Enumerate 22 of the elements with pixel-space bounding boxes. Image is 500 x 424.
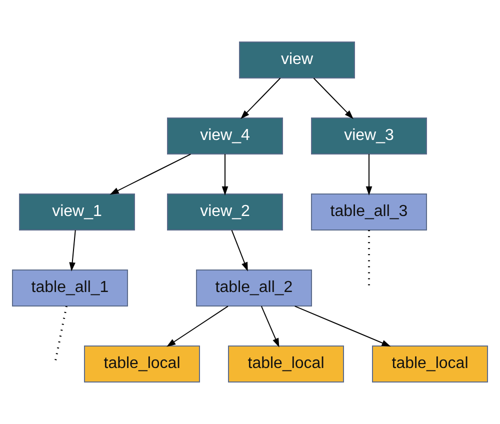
arrow <box>260 306 280 348</box>
arrow <box>222 154 228 196</box>
arrow <box>166 306 229 347</box>
node-box: view <box>239 42 355 78</box>
arrow <box>110 154 192 195</box>
arrow <box>240 78 281 120</box>
node-box: table_local <box>372 346 488 382</box>
node-box: table_all_3 <box>311 194 427 230</box>
node-box: table_all_1 <box>12 270 128 306</box>
arrow <box>366 154 372 196</box>
node-box: view_2 <box>167 194 283 230</box>
node-box: table_local <box>228 346 344 382</box>
connector <box>54 306 68 364</box>
arrow <box>231 230 248 272</box>
node-box: view_4 <box>167 118 283 154</box>
arrow <box>69 230 76 272</box>
node-box: table_local <box>84 346 200 382</box>
arrow <box>313 78 354 120</box>
node-box: view_3 <box>311 118 427 154</box>
node-box: view_1 <box>19 194 135 230</box>
node-box: table_all_2 <box>196 270 312 306</box>
arrow <box>294 306 391 347</box>
